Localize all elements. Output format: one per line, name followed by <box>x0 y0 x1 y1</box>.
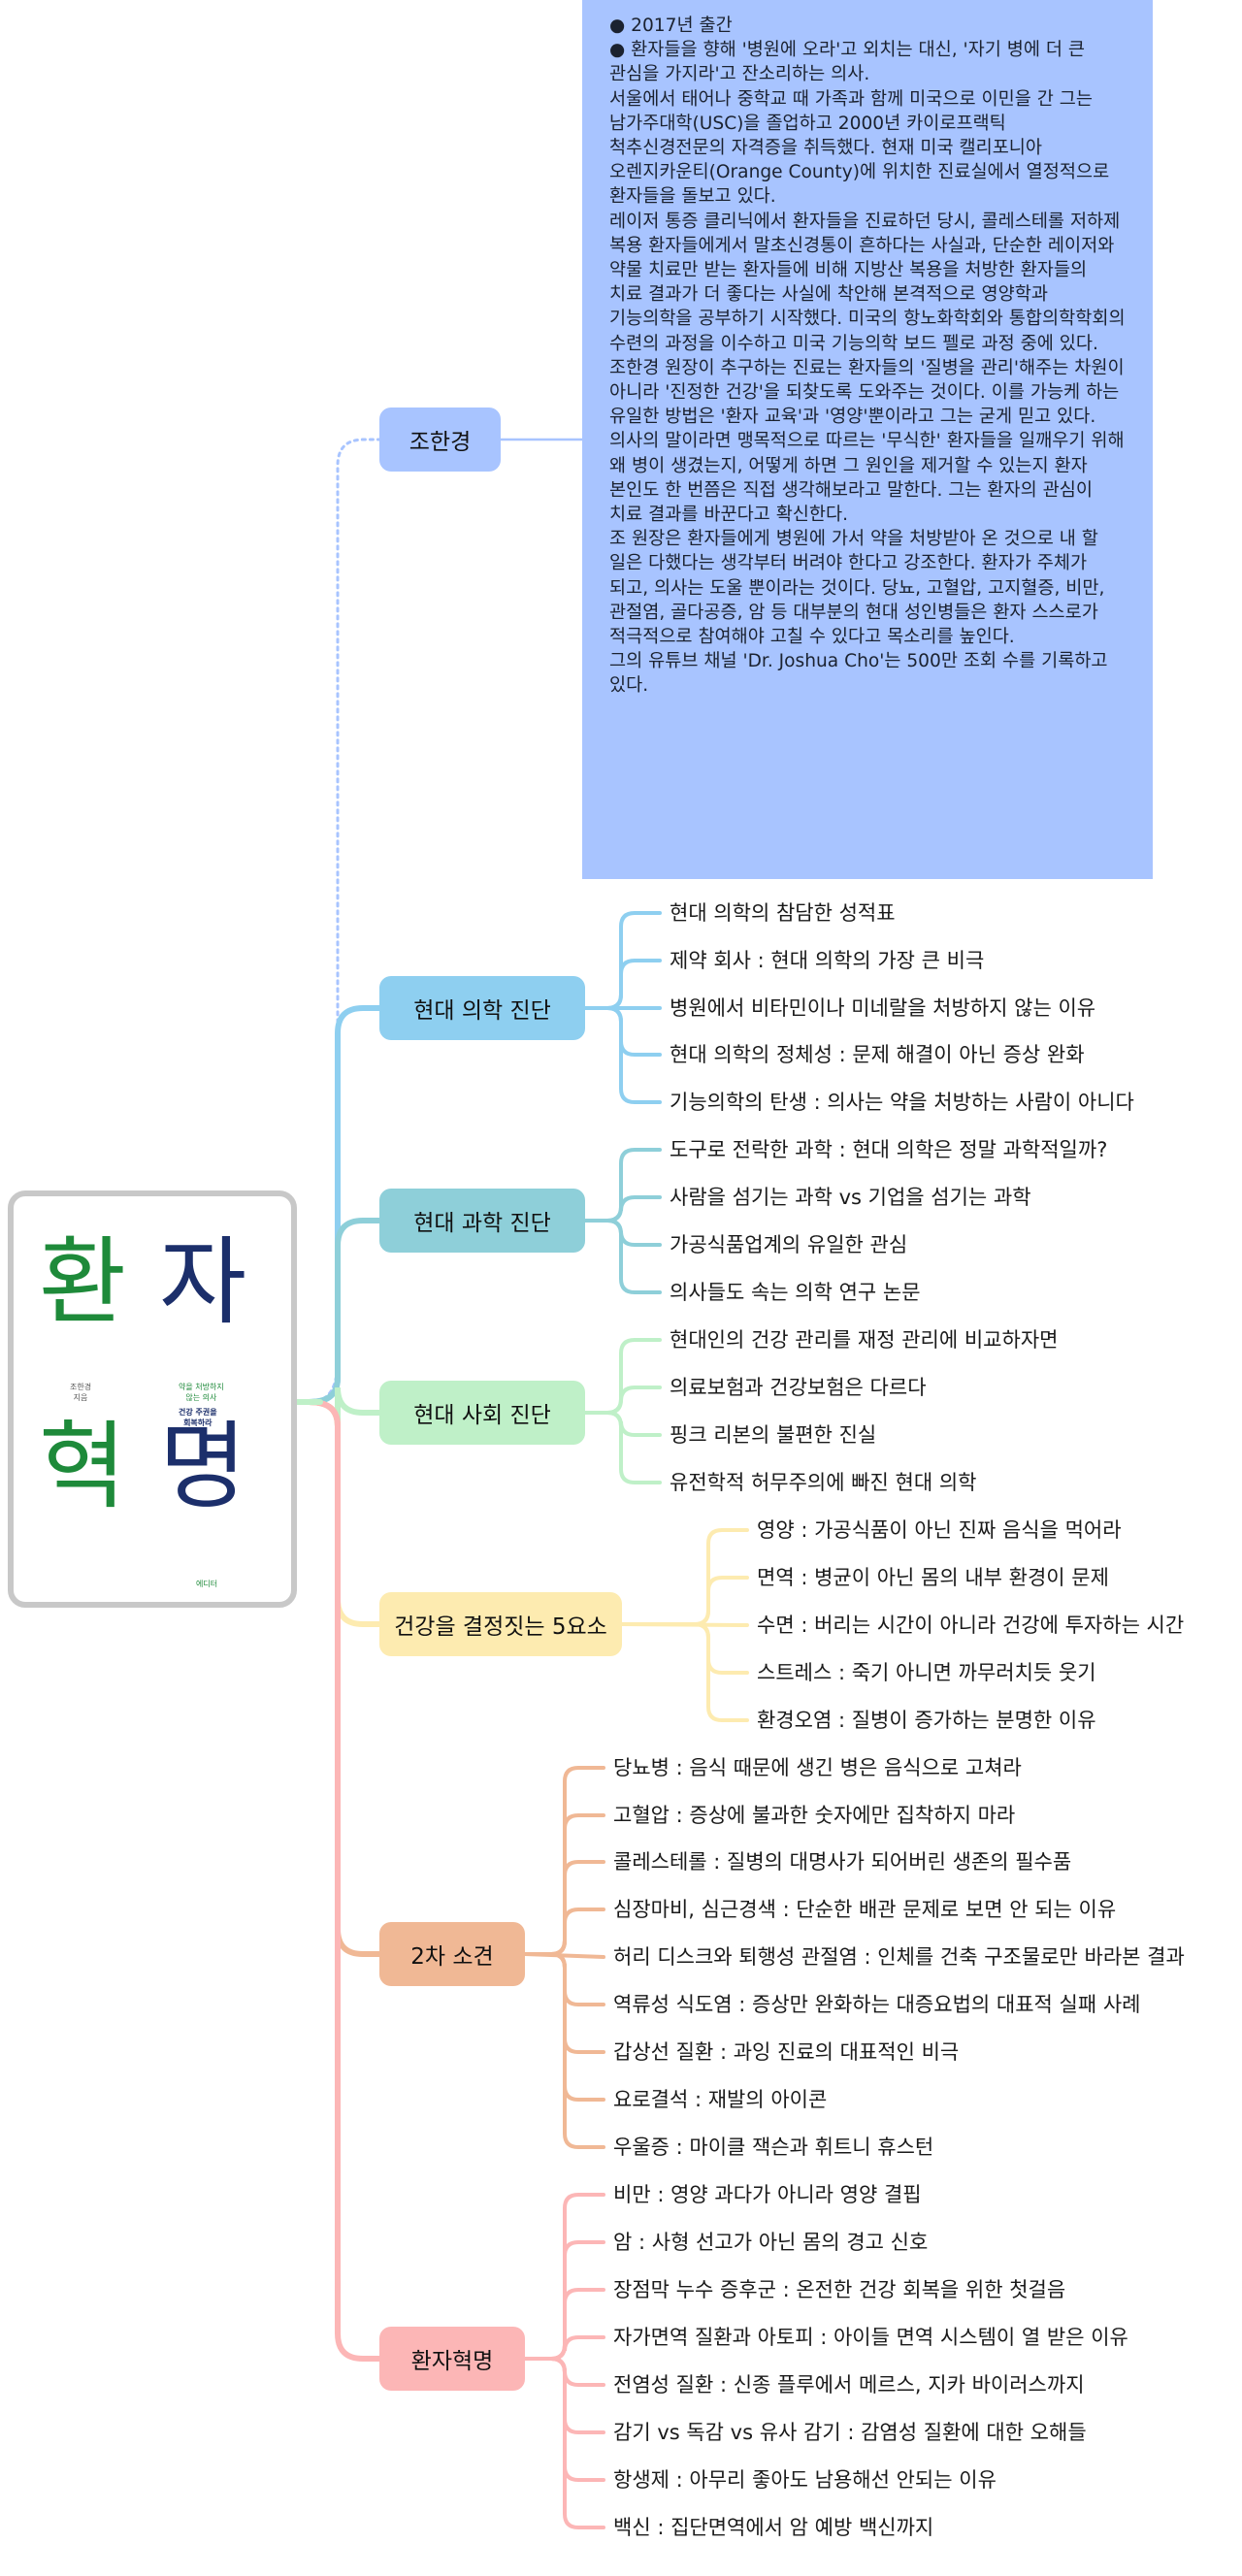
leaf-connector-2-3 <box>583 1411 662 1484</box>
topic-item[interactable]: 감기 vs 독감 vs 유사 감기 : 감염성 질환에 대한 오해들 <box>613 2421 1087 2444</box>
leaf-connector-1-2 <box>583 1219 662 1247</box>
topic-item[interactable]: 의료보험과 건강보험은 다르다 <box>670 1376 927 1399</box>
leaf-connector-5-1 <box>523 2240 605 2361</box>
topic-item[interactable]: 사람을 섬기는 과학 vs 기업을 섬기는 과학 <box>670 1186 1031 1209</box>
leaf-connector-1-1 <box>583 1195 662 1223</box>
leaf-connector-4-6 <box>523 1952 605 2054</box>
leaf-connector-2-0 <box>583 1338 662 1415</box>
leaf-connector-1-3 <box>583 1219 662 1294</box>
leaf-connector-2-2 <box>583 1411 662 1437</box>
leaf-connector-5-2 <box>523 2288 605 2361</box>
topic-item[interactable]: 영양 : 가공식품이 아닌 진짜 음식을 먹어라 <box>757 1518 1122 1542</box>
topic-item[interactable]: 자가면역 질환과 아토피 : 아이들 면역 시스템이 열 받은 이유 <box>613 2326 1128 2349</box>
cover-subtitle-1: 약을 처방하지 않는 의사 <box>179 1383 224 1402</box>
topic-item[interactable]: 병원에서 비타민이나 미네랄을 처방하지 않는 이유 <box>670 996 1096 1020</box>
topic-item[interactable]: 제약 회사 : 현대 의학의 가장 큰 비극 <box>670 949 985 972</box>
topic-item[interactable]: 현대 의학의 정체성 : 문제 해결이 아닌 증상 완화 <box>670 1043 1085 1066</box>
leaf-connector-0-0 <box>583 911 662 1010</box>
topic-item[interactable]: 암 : 사형 선고가 아닌 몸의 경고 신호 <box>613 2231 929 2254</box>
branch-5[interactable]: 환자혁명 <box>379 2327 525 2391</box>
leaf-connector-4-7 <box>523 1952 605 2102</box>
cover-char-4: 명 <box>159 1412 247 1522</box>
branch-0[interactable]: 현대 의학 진단 <box>379 976 585 1040</box>
topic-item[interactable]: 역류성 식도염 : 증상만 완화하는 대증요법의 대표적 실패 사례 <box>613 1993 1141 2016</box>
branch-2[interactable]: 현대 사회 진단 <box>379 1381 585 1445</box>
topic-item[interactable]: 기능의학의 탄생 : 의사는 약을 처방하는 사람이 아니다 <box>670 1091 1134 1114</box>
leaf-connector-5-7 <box>523 2357 605 2529</box>
topic-item[interactable]: 가공식품업계의 유일한 관심 <box>670 1233 908 1256</box>
topic-item[interactable]: 면역 : 병균이 아닌 몸의 내부 환경이 문제 <box>757 1566 1109 1589</box>
leaf-connector-3-1 <box>620 1576 749 1626</box>
topic-item[interactable]: 우울증 : 마이클 잭슨과 휘트니 휴스턴 <box>613 2136 934 2159</box>
topic-item[interactable]: 항생제 : 아무리 좋아도 남용해선 안되는 이유 <box>613 2468 997 2492</box>
cover-char-3: 혁 <box>39 1412 127 1522</box>
topic-item[interactable]: 콜레스테롤 : 질병의 대명사가 되어버린 생존의 필수품 <box>613 1850 1072 1874</box>
cover-publisher: 에디터 <box>196 1580 218 1588</box>
cover-author: 조한경 지음 <box>70 1383 92 1402</box>
topic-item[interactable]: 허리 디스크와 퇴행성 관절염 : 인체를 건축 구조물로만 바라본 결과 <box>613 1945 1185 1969</box>
trunk-3 <box>306 1399 382 1627</box>
leaf-connector-3-0 <box>620 1528 749 1626</box>
topic-item[interactable]: 도구로 전락한 과학 : 현대 의학은 정말 과학적일까? <box>670 1138 1108 1161</box>
book-cover[interactable]: 환 자 혁 명 조한경 지음 약을 처방하지 않는 의사 건강 주권을 회복하라… <box>8 1190 297 1608</box>
topic-item[interactable]: 환경오염 : 질병이 증가하는 분명한 이유 <box>757 1709 1096 1732</box>
trunk-0 <box>306 1005 382 1405</box>
topic-item[interactable]: 유전학적 허무주의에 빠진 현대 의학 <box>670 1471 977 1494</box>
topic-item[interactable]: 스트레스 : 죽기 아니면 까무러치듯 웃기 <box>757 1661 1096 1684</box>
leaf-connector-4-4 <box>523 1952 605 1959</box>
cover-char-2: 자 <box>159 1227 247 1338</box>
topic-item[interactable]: 현대 의학의 참담한 성적표 <box>670 901 896 925</box>
topic-item[interactable]: 장점막 누수 증후군 : 온전한 건강 회복을 위한 첫걸음 <box>613 2278 1066 2301</box>
topic-item[interactable]: 핑크 리본의 불편한 진실 <box>670 1423 877 1447</box>
topic-item[interactable]: 백신 : 집단면역에서 암 예방 백신까지 <box>613 2516 934 2539</box>
branch-4[interactable]: 2차 소견 <box>379 1922 525 1986</box>
leaf-connector-3-3 <box>620 1622 749 1675</box>
topic-item[interactable]: 비만 : 영양 과다가 아니라 영양 결핍 <box>613 2183 922 2206</box>
topic-item[interactable]: 요로결석 : 재발의 아이콘 <box>613 2088 828 2111</box>
topic-item[interactable]: 당뇨병 : 음식 때문에 생긴 병은 음식으로 고쳐라 <box>613 1756 1022 1779</box>
leaf-connector-5-4 <box>523 2357 605 2387</box>
trunk-1 <box>306 1218 382 1405</box>
leaf-connector-0-1 <box>583 959 662 1010</box>
leaf-connector-0-4 <box>583 1006 662 1104</box>
leaf-connector-0-3 <box>583 1006 662 1057</box>
topic-item[interactable]: 현대인의 건강 관리를 재정 관리에 비교하자면 <box>670 1328 1059 1352</box>
trunk-2 <box>306 1386 382 1427</box>
leaf-connector-3-2 <box>620 1622 749 1627</box>
cover-subtitle-2: 건강 주권을 회복하라 <box>179 1408 217 1427</box>
author-connector <box>307 438 381 1404</box>
leaf-connector-5-6 <box>523 2357 605 2482</box>
cover-char-1: 환 <box>39 1227 127 1338</box>
trunk-4 <box>306 1399 382 1957</box>
leaf-connector-5-0 <box>523 2193 605 2361</box>
leaf-connector-4-8 <box>523 1952 605 2149</box>
topic-item[interactable]: 심장마비, 심근경색 : 단순한 배관 문제로 보면 안 되는 이유 <box>613 1898 1117 1921</box>
leaf-connector-5-3 <box>523 2335 605 2361</box>
leaf-connector-4-5 <box>523 1952 605 2006</box>
topic-item[interactable]: 갑상선 질환 : 과잉 진료의 대표적인 비극 <box>613 2040 960 2064</box>
leaf-connector-4-1 <box>523 1813 605 1956</box>
leaf-connector-1-0 <box>583 1148 662 1223</box>
author-info-panel: ● 2017년 출간 ● 환자들을 향해 '병원에 오라'고 외치는 대신, '… <box>582 0 1153 879</box>
branch-1[interactable]: 현대 과학 진단 <box>379 1189 585 1253</box>
branch-3[interactable]: 건강을 결정짓는 5요소 <box>379 1592 622 1656</box>
leaf-connector-2-1 <box>583 1386 662 1415</box>
leaf-connector-5-5 <box>523 2357 605 2434</box>
leaf-connector-4-2 <box>523 1860 605 1956</box>
leaf-connector-4-0 <box>523 1766 605 1956</box>
topic-item[interactable]: 고혈압 : 증상에 불과한 숫자에만 집착하지 마라 <box>613 1804 1016 1827</box>
branch-author[interactable]: 조한경 <box>379 408 501 472</box>
trunk-5 <box>306 1399 382 2362</box>
leaf-connector-3-4 <box>620 1622 749 1722</box>
topic-item[interactable]: 전염성 질환 : 신종 플루에서 메르스, 지카 바이러스까지 <box>613 2373 1085 2397</box>
topic-item[interactable]: 의사들도 속는 의학 연구 논문 <box>670 1281 921 1304</box>
leaf-connector-4-3 <box>523 1908 605 1956</box>
topic-item[interactable]: 수면 : 버리는 시간이 아니라 건강에 투자하는 시간 <box>757 1614 1185 1637</box>
